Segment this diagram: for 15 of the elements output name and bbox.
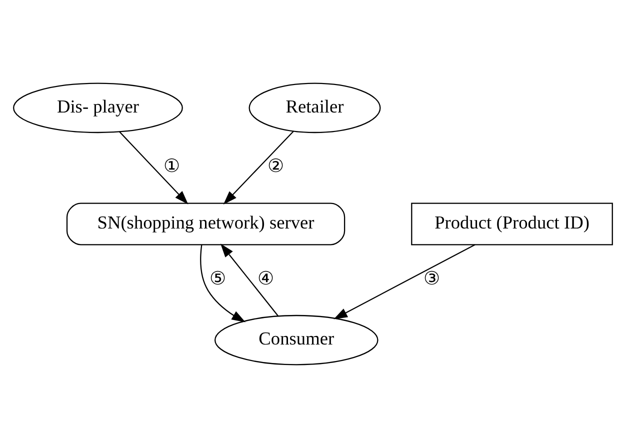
node-ellipse: Consumer	[214, 314, 378, 366]
node-ellipse: Retailer	[248, 82, 381, 134]
node-box: SN(shopping network) server	[66, 202, 346, 246]
edge-label: ④	[257, 268, 274, 289]
arrow	[223, 130, 294, 205]
edge-label: ②	[268, 156, 284, 176]
arrow	[220, 244, 279, 317]
node-box: Product (Product ID)	[411, 202, 613, 246]
edge-label: ①	[163, 156, 180, 176]
arrow	[200, 244, 246, 322]
edge-label: ③	[424, 268, 440, 289]
arrow	[118, 131, 188, 204]
node-ellipse: Dis- player	[13, 82, 183, 134]
arrow	[334, 244, 476, 320]
edge-label: ⑤	[209, 268, 226, 289]
